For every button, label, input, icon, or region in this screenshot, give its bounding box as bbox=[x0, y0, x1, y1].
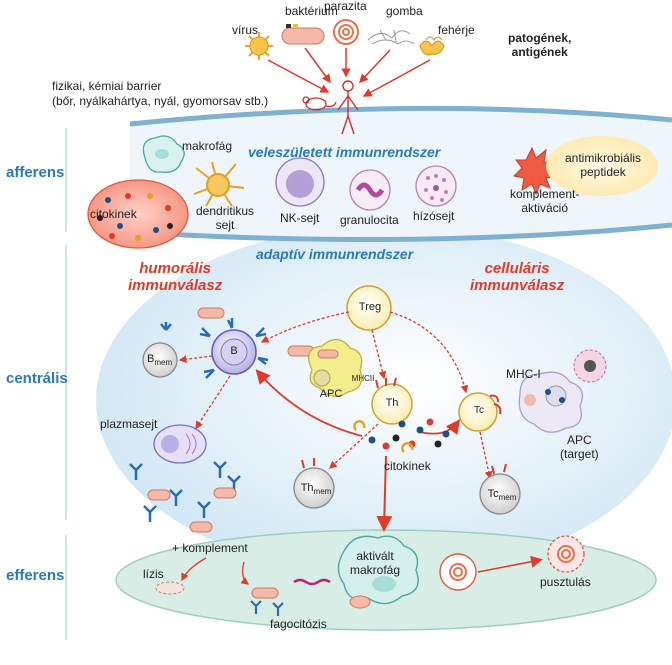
th-memory-cell bbox=[293, 458, 335, 509]
bacterium-icon bbox=[281, 24, 325, 45]
complement-burst bbox=[512, 146, 560, 196]
antibody-cluster bbox=[129, 461, 241, 533]
activated-macrophage-label: aktivált makrofág bbox=[350, 549, 401, 577]
virus-icon bbox=[245, 32, 273, 60]
dendritic-cell bbox=[193, 161, 245, 207]
innate-band-bottom bbox=[129, 222, 672, 243]
activated-macrophage bbox=[337, 535, 419, 609]
treg-arrows bbox=[260, 311, 469, 394]
macrophage-cell bbox=[142, 135, 185, 173]
b-memory-cell bbox=[142, 322, 178, 378]
virus-label: vírus bbox=[232, 23, 259, 37]
humoral-title: humorális immunválasz bbox=[128, 260, 223, 295]
destroyed-parasite bbox=[547, 535, 585, 573]
apc-cell bbox=[308, 338, 363, 397]
complement-to-phago-arrow bbox=[240, 561, 250, 585]
peptides-label: antimikrobiális peptidek bbox=[565, 151, 642, 179]
fungus-label: gomba bbox=[386, 4, 423, 18]
granulocyte-cell bbox=[349, 169, 391, 211]
mhcii-label: MHCII bbox=[351, 374, 375, 383]
phase-afferent: afferens bbox=[6, 164, 65, 181]
b-to-bmem-arrow bbox=[178, 355, 213, 364]
parasite-icon bbox=[333, 19, 359, 45]
th-to-b-arrow bbox=[255, 369, 363, 437]
mast-cell-label: hízósejt bbox=[413, 209, 455, 223]
opsonized-bacterium bbox=[250, 578, 331, 616]
lysis-label: lízis bbox=[143, 567, 164, 581]
treg-label: Treg bbox=[358, 301, 382, 313]
mhci-label: MHC-I bbox=[506, 367, 541, 381]
cytokines-label-innate: citokinek bbox=[90, 207, 137, 221]
dendritic-label: dendritikus sejt bbox=[196, 204, 255, 232]
innate-band-top bbox=[129, 105, 672, 127]
adaptive-title: adaptív immunrendszer bbox=[256, 246, 414, 262]
thmem-label: Thmem bbox=[300, 482, 332, 497]
th-to-thmem-arrow bbox=[329, 423, 379, 469]
tc-memory-cell bbox=[479, 463, 521, 515]
phagocytosis-label: fagocitózis bbox=[270, 617, 327, 631]
b-label: B bbox=[230, 345, 238, 357]
complement-label: komplement- aktiváció bbox=[510, 187, 580, 215]
b-cell bbox=[199, 318, 269, 379]
macrophage-label: makrofág bbox=[182, 139, 233, 153]
treg-cell bbox=[346, 285, 392, 331]
b-to-plasma-arrow bbox=[195, 375, 231, 430]
phase-efferent: efferens bbox=[6, 567, 65, 584]
tc-cell bbox=[458, 392, 502, 432]
plasma-cell-label: plazmasejt bbox=[100, 417, 158, 431]
destruction-label: pusztulás bbox=[540, 575, 591, 589]
tc-label: Tc bbox=[474, 405, 484, 416]
pathogens-heading: patogének, antigének bbox=[508, 31, 572, 59]
fungus-icon bbox=[367, 29, 415, 45]
tc-to-tcmem-arrow bbox=[479, 431, 493, 480]
apc-label: APC bbox=[319, 388, 343, 400]
phase-central: centrális bbox=[6, 370, 68, 387]
apc-target-cell bbox=[518, 371, 584, 433]
protein-label: fehérje bbox=[438, 23, 475, 37]
peptides-bubble bbox=[546, 136, 658, 196]
complement-plus-label: + komplement bbox=[172, 541, 248, 555]
apc-target-label: APC (target) bbox=[560, 433, 599, 461]
bmem-label: Bmem bbox=[147, 353, 173, 368]
cytokine-to-macrophage-arrow bbox=[376, 455, 393, 532]
lysed-bacterium bbox=[155, 581, 185, 595]
complement-to-lysis-arrow bbox=[181, 557, 207, 582]
th-to-tc-arrow bbox=[419, 419, 461, 435]
cytokine-dots bbox=[353, 418, 450, 453]
cytokines-label-central: citokinek bbox=[384, 459, 431, 473]
tcmem-label: Tcmem bbox=[487, 488, 517, 503]
bacterium-label: baktérium bbox=[285, 4, 338, 18]
bacterium-antigen-1 bbox=[197, 307, 225, 319]
human-icon bbox=[337, 80, 359, 135]
pathogen-arrows bbox=[267, 47, 431, 97]
th-cell bbox=[371, 377, 413, 425]
protein-icon bbox=[419, 36, 445, 56]
infected-cell bbox=[573, 349, 607, 383]
cytokine-bubble bbox=[87, 179, 189, 249]
engulfed-parasite bbox=[439, 553, 477, 591]
mast-cell bbox=[415, 165, 457, 207]
barrier-line2: (bőr, nyálkahártya, nyál, gyomorsav stb.… bbox=[52, 94, 269, 108]
innate-title: veleszületett immunrendszer bbox=[248, 144, 441, 160]
parasite-label: parazita bbox=[324, 0, 367, 13]
nk-cell bbox=[275, 157, 325, 207]
innate-band bbox=[130, 108, 672, 240]
th-label: Th bbox=[385, 397, 399, 409]
mouse-icon bbox=[302, 96, 337, 111]
plasma-cell bbox=[153, 424, 207, 464]
nk-label: NK-sejt bbox=[280, 211, 320, 225]
barrier-line1: fizikai, kémiai barrier bbox=[52, 79, 162, 93]
granulocyte-label: granulocita bbox=[340, 213, 399, 227]
destruction-arrow bbox=[477, 555, 543, 573]
cellular-title: celluláris immunválasz bbox=[470, 260, 565, 295]
